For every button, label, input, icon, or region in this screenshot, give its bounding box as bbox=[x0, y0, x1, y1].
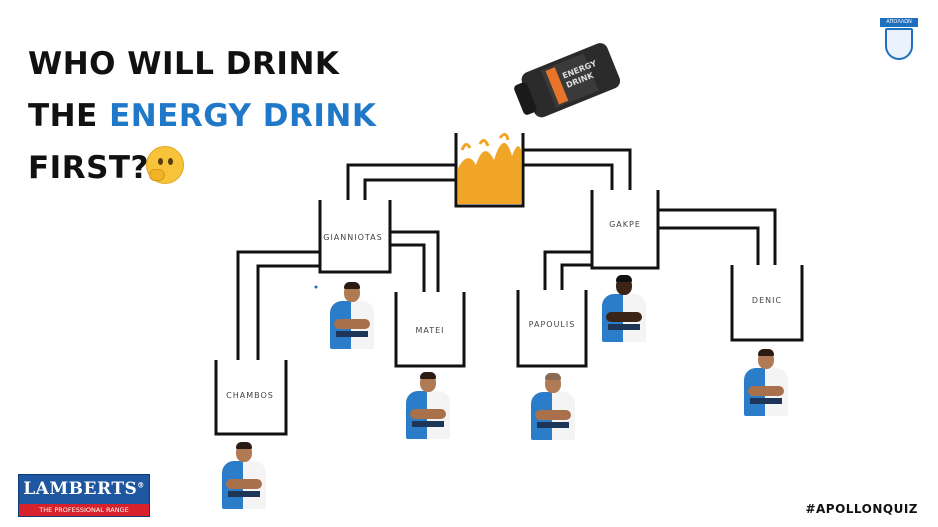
title-highlight: ENERGY DRINK bbox=[109, 98, 377, 134]
emoji-hand bbox=[149, 169, 165, 181]
line-gianniotas-center-b bbox=[363, 178, 456, 200]
line-papoulis-a bbox=[543, 250, 592, 290]
quiz-title: WHO WILL DRINK THE ENERGY DRINK FIRST? bbox=[28, 38, 376, 194]
lamberts-logo: LAMBERTS® THE PROFESSIONAL RANGE bbox=[18, 474, 150, 517]
crest-shield bbox=[885, 28, 913, 60]
line-chambos-b bbox=[256, 264, 320, 360]
crest-text: ΑΠΟΛΛΩΝ bbox=[880, 18, 918, 27]
hashtag-label: #APOLLONQUIZ bbox=[805, 502, 918, 516]
glass-chambos bbox=[214, 360, 288, 436]
line-matei-b bbox=[390, 230, 440, 292]
title-line-3: FIRST? bbox=[28, 150, 150, 186]
line-gianniotas-center-a bbox=[346, 163, 456, 200]
title-line-2-prefix: THE bbox=[28, 98, 110, 134]
player-name-matei: MATEI bbox=[415, 326, 445, 335]
thinking-face-emoji-icon bbox=[146, 146, 184, 184]
player-photo-gianniotas bbox=[330, 282, 374, 349]
title-line-1: WHO WILL DRINK bbox=[28, 46, 340, 82]
juice-splash-icon bbox=[458, 142, 521, 204]
emoji-left-eye bbox=[158, 158, 163, 165]
line-denic-a bbox=[658, 208, 777, 265]
center-glass bbox=[454, 133, 525, 208]
glass-matei bbox=[394, 292, 466, 368]
player-name-gianniotas: GIANNIOTAS bbox=[323, 233, 383, 242]
lamberts-brand: LAMBERTS® bbox=[19, 479, 149, 499]
line-matei-a bbox=[390, 243, 426, 292]
line-chambos-a bbox=[236, 250, 320, 360]
energy-drink-tub-icon: ENERGY DRINK bbox=[514, 43, 621, 118]
glass-papoulis bbox=[516, 290, 588, 368]
glass-gakpe bbox=[590, 190, 660, 270]
player-photo-papoulis bbox=[531, 373, 575, 440]
player-name-denic: DENIC bbox=[751, 296, 783, 305]
glass-denic bbox=[730, 265, 804, 342]
club-crest-icon: ΑΠΟΛΛΩΝ bbox=[880, 18, 918, 62]
lamberts-name: LAMBERTS bbox=[23, 479, 138, 499]
lamberts-tagline: THE PROFESSIONAL RANGE bbox=[19, 504, 149, 516]
player-name-chambos: CHAMBOS bbox=[226, 391, 274, 400]
player-photo-matei bbox=[406, 372, 450, 439]
player-photo-gakpe bbox=[602, 275, 646, 342]
player-name-gakpe: GAKPE bbox=[609, 220, 641, 229]
line-denic-b bbox=[658, 226, 760, 265]
lamberts-registered: ® bbox=[137, 480, 145, 490]
emoji-right-eye bbox=[168, 158, 173, 165]
line-papoulis-b bbox=[560, 263, 592, 290]
player-photo-denic bbox=[744, 349, 788, 416]
glass-gianniotas bbox=[318, 200, 392, 274]
line-gakpe-center-a bbox=[523, 148, 632, 190]
line-gakpe-center-b bbox=[523, 163, 614, 190]
player-name-papoulis: PAPOULIS bbox=[528, 320, 576, 329]
title-line-2: THE ENERGY DRINK bbox=[28, 90, 376, 142]
player-photo-chambos bbox=[222, 442, 266, 509]
